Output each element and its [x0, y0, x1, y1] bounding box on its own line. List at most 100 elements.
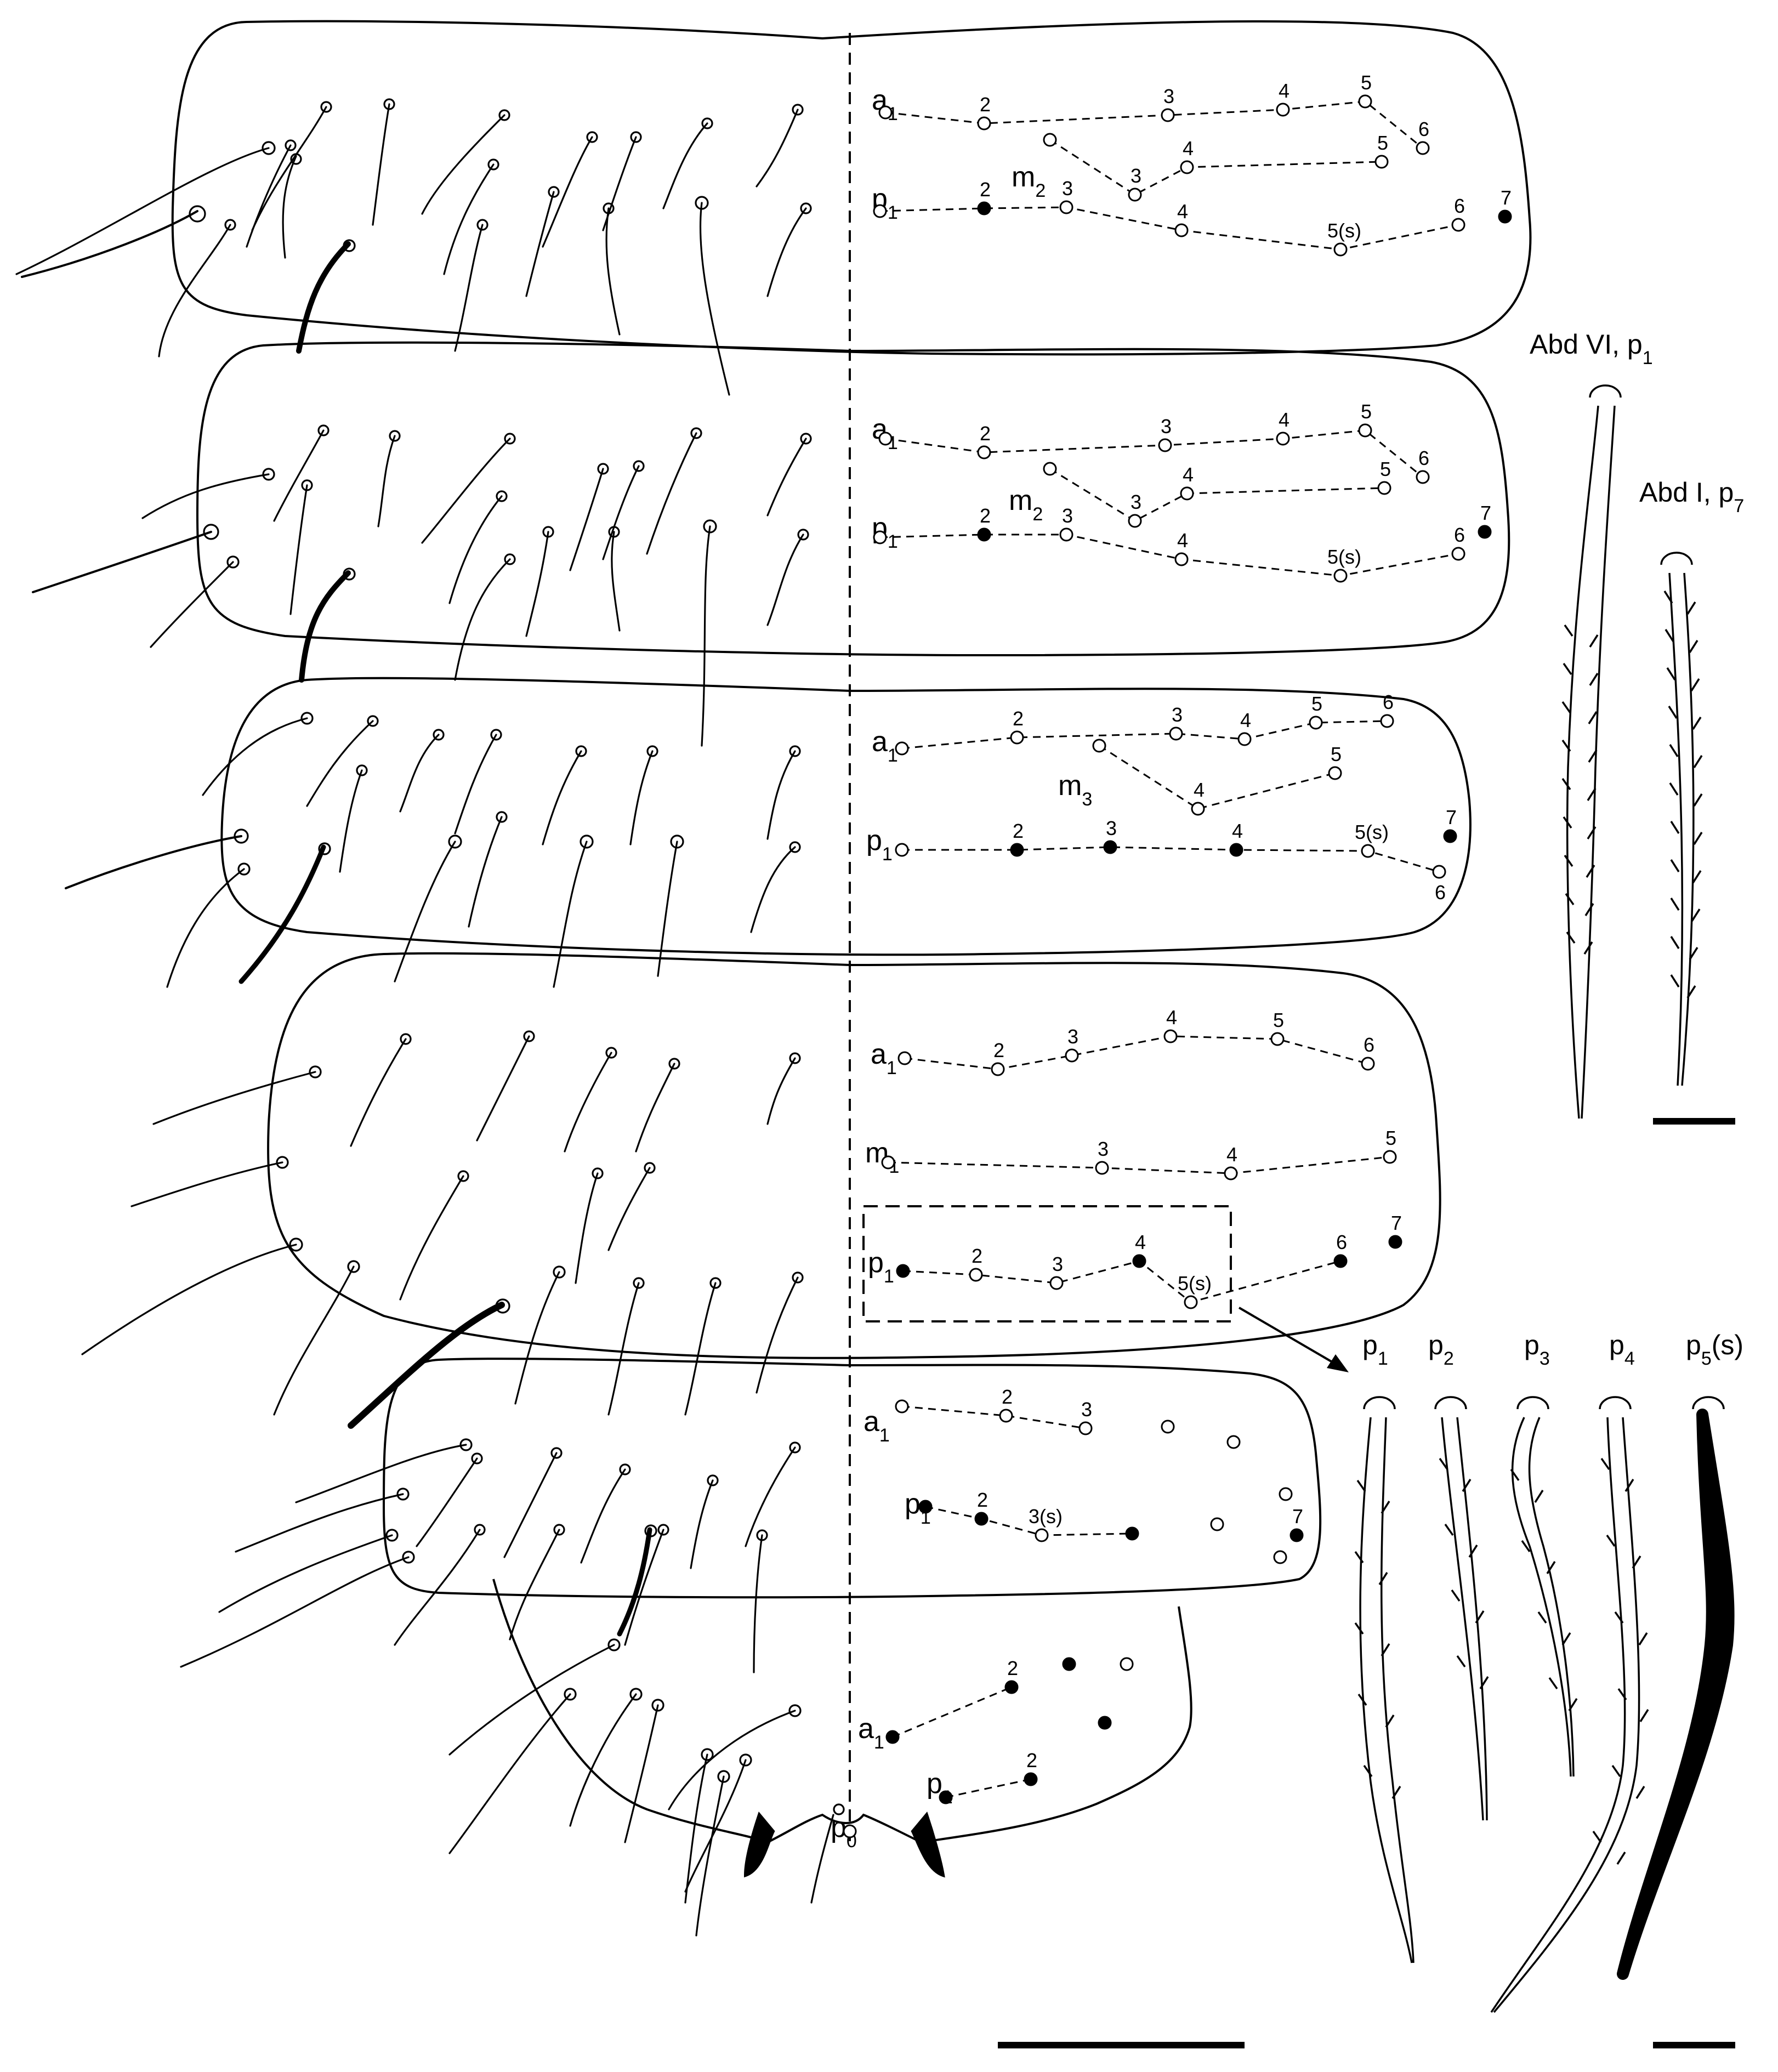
seta-number: 5	[1311, 692, 1322, 715]
seta-marker	[895, 741, 909, 756]
seta-number: 4	[1177, 200, 1188, 223]
seta-marker	[1361, 844, 1375, 858]
seta-number: 3	[1172, 703, 1183, 726]
segment-outline-5	[382, 1358, 1322, 1599]
row-label: a1	[872, 84, 898, 124]
seta-number: 6	[1364, 1034, 1374, 1056]
seta-marker	[1290, 1528, 1304, 1542]
seta-number: 4	[1166, 1006, 1177, 1029]
svg-text:p1: p1	[1362, 1330, 1388, 1369]
row-connector	[892, 1686, 1012, 1738]
row-label: a1	[864, 1406, 890, 1446]
row-label: a1	[858, 1713, 884, 1753]
seta-number: 5	[1361, 71, 1372, 94]
seta-number: 7	[1446, 806, 1457, 828]
row-connector	[885, 100, 1423, 149]
inset-abd-i-p7: Abd I, p7	[1639, 477, 1744, 1086]
row-connector	[901, 720, 1388, 750]
seta-marker	[1174, 552, 1189, 566]
inset-p1: p1	[1354, 1330, 1415, 1963]
seta-number: 7	[1292, 1505, 1303, 1528]
seta-marker	[1478, 525, 1492, 539]
seta-number: 5	[1377, 132, 1388, 154]
seta-marker	[1163, 1029, 1178, 1043]
seta-number: 5(s)	[1327, 219, 1361, 242]
seta-marker	[918, 1500, 933, 1514]
segment-outline-3	[220, 677, 1472, 956]
seta-number: 6	[1418, 447, 1429, 469]
seta-marker	[1004, 1680, 1019, 1694]
seta-number: 3	[1161, 415, 1172, 438]
seta-number: 3	[1081, 1398, 1092, 1421]
seta-number: 6	[1454, 524, 1465, 546]
seta-marker	[1226, 1435, 1241, 1449]
anal-spine-left	[743, 1811, 775, 1878]
seta-marker	[881, 1155, 895, 1170]
row-connector	[879, 206, 1459, 251]
row-a1: a1 2	[858, 1657, 1134, 1753]
seta-marker	[1132, 1254, 1146, 1268]
seta-marker	[1169, 726, 1183, 741]
seta-marker	[878, 432, 893, 446]
seta-marker	[991, 1062, 1005, 1076]
seta-marker	[1184, 1295, 1198, 1309]
seta-number: 2	[980, 93, 991, 116]
row-p1: p12	[927, 1749, 1038, 1808]
seta-number: 3	[1052, 1253, 1063, 1275]
seta-number: 3(s)	[1029, 1505, 1063, 1528]
seta-number: 2	[1007, 1657, 1018, 1679]
seta-marker	[1049, 1276, 1064, 1290]
seta-marker	[1128, 514, 1142, 528]
seta-marker	[1098, 1716, 1112, 1730]
segment-outline-4	[267, 952, 1441, 1359]
seta-marker	[1229, 843, 1243, 857]
seta-marker	[878, 105, 893, 120]
highlight-arrowhead	[1327, 1354, 1349, 1372]
seta-marker	[1191, 802, 1205, 816]
seta-marker	[1010, 843, 1024, 857]
row-connector	[1099, 745, 1336, 810]
seta-marker	[1065, 1048, 1079, 1063]
seta-marker	[977, 201, 991, 215]
seta-marker	[1383, 1150, 1397, 1164]
inset-label-abd-i: Abd I, p7	[1639, 477, 1744, 516]
setae-segment-5	[180, 1438, 801, 1673]
row-connector	[879, 533, 1459, 577]
seta-number: 4	[1177, 529, 1188, 552]
seta-marker	[1451, 218, 1465, 232]
seta-number: 5(s)	[1355, 821, 1389, 843]
seta-number: 6	[1418, 118, 1429, 140]
seta-number: 6	[1454, 195, 1465, 217]
seta-marker	[1276, 432, 1290, 446]
seta-marker	[1092, 739, 1106, 753]
setae-segment-2	[32, 424, 812, 747]
seta-marker	[1361, 1057, 1375, 1071]
setae-segment-6	[448, 1638, 845, 1937]
seta-number: 4	[1279, 408, 1290, 431]
row-connector	[945, 1778, 1031, 1798]
row-connector	[888, 1156, 1390, 1174]
seta-marker	[897, 1051, 912, 1065]
seta-marker	[895, 843, 909, 857]
seta-marker	[939, 1790, 953, 1804]
seta-number: 5	[1331, 743, 1342, 765]
seta-number: 6	[1435, 881, 1446, 904]
seta-marker	[1416, 141, 1430, 155]
seta-marker	[1103, 840, 1117, 854]
seta-marker	[1043, 133, 1057, 147]
inset-p3: p3	[1510, 1330, 1578, 1777]
seta-marker	[1120, 1657, 1134, 1671]
seta-marker	[1333, 569, 1348, 583]
seta-marker	[1333, 1254, 1348, 1268]
seta-number: 5	[1380, 458, 1391, 480]
seta-number: 7	[1391, 1212, 1402, 1234]
row-connector	[901, 1405, 1086, 1429]
seta-marker	[1498, 209, 1512, 224]
